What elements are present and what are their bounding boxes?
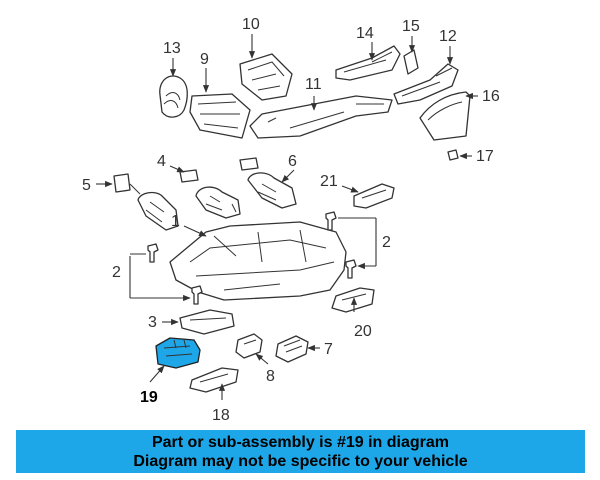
leader-1 bbox=[183, 225, 207, 237]
label-18: 18 bbox=[212, 407, 230, 424]
part-6-motor[interactable] bbox=[239, 157, 297, 209]
part-4-motor[interactable] bbox=[179, 169, 241, 219]
banner-line-2: Diagram may not be specific to your vehi… bbox=[133, 452, 468, 470]
part-21-cover[interactable] bbox=[353, 183, 395, 209]
part-12-trim[interactable] bbox=[393, 63, 459, 105]
label-13: 13 bbox=[163, 40, 181, 57]
label-17: 17 bbox=[476, 148, 494, 165]
label-8: 8 bbox=[266, 368, 275, 385]
leader-6 bbox=[281, 169, 295, 183]
part-14-trim[interactable] bbox=[335, 45, 401, 81]
label-2a: 2 bbox=[112, 264, 121, 281]
label-11: 11 bbox=[305, 76, 322, 93]
part-10-bracket[interactable] bbox=[239, 53, 293, 101]
part-11-rail-cover[interactable] bbox=[249, 95, 393, 139]
label-10: 10 bbox=[242, 16, 260, 33]
label-3: 3 bbox=[148, 314, 157, 331]
label-7: 7 bbox=[324, 341, 333, 358]
label-20: 20 bbox=[354, 323, 372, 340]
label-5: 5 bbox=[82, 177, 91, 194]
part-7-switch[interactable] bbox=[275, 335, 309, 363]
part-20-trim[interactable] bbox=[331, 287, 375, 313]
part-19-switch-assembly[interactable] bbox=[155, 337, 201, 369]
label-12: 12 bbox=[439, 28, 457, 45]
part-5-motor[interactable] bbox=[113, 173, 179, 231]
label-19: 19 bbox=[140, 389, 158, 406]
label-4: 4 bbox=[157, 153, 166, 170]
part-15-clip[interactable] bbox=[403, 49, 419, 75]
part-18-trim[interactable] bbox=[189, 367, 239, 393]
info-banner: Part or sub-assembly is #19 in diagram D… bbox=[16, 430, 585, 473]
part-9-switch-housing[interactable] bbox=[189, 93, 251, 139]
leader-4 bbox=[169, 165, 185, 173]
part-13-knob[interactable] bbox=[159, 75, 188, 118]
label-21: 21 bbox=[320, 173, 338, 190]
label-16: 16 bbox=[482, 88, 500, 105]
leader-2b bbox=[338, 217, 377, 266]
label-14: 14 bbox=[356, 25, 374, 42]
leader-8 bbox=[255, 353, 269, 365]
label-15: 15 bbox=[402, 18, 420, 35]
seat-parts-diagram: 13 9 10 11 14 15 12 16 bbox=[82, 16, 500, 424]
banner-line-1: Part or sub-assembly is #19 in diagram bbox=[151, 433, 449, 451]
label-2b: 2 bbox=[382, 234, 391, 251]
label-6: 6 bbox=[288, 153, 297, 170]
part-16-side-panel[interactable] bbox=[419, 91, 471, 141]
leader-2a bbox=[129, 253, 190, 298]
leader-21 bbox=[341, 185, 359, 193]
part-3-bracket[interactable] bbox=[179, 309, 235, 335]
label-9: 9 bbox=[200, 51, 209, 68]
leader-19 bbox=[149, 365, 165, 383]
part-8-switch[interactable] bbox=[235, 333, 263, 359]
part-17-screw[interactable] bbox=[447, 149, 459, 161]
label-1: 1 bbox=[171, 213, 180, 230]
